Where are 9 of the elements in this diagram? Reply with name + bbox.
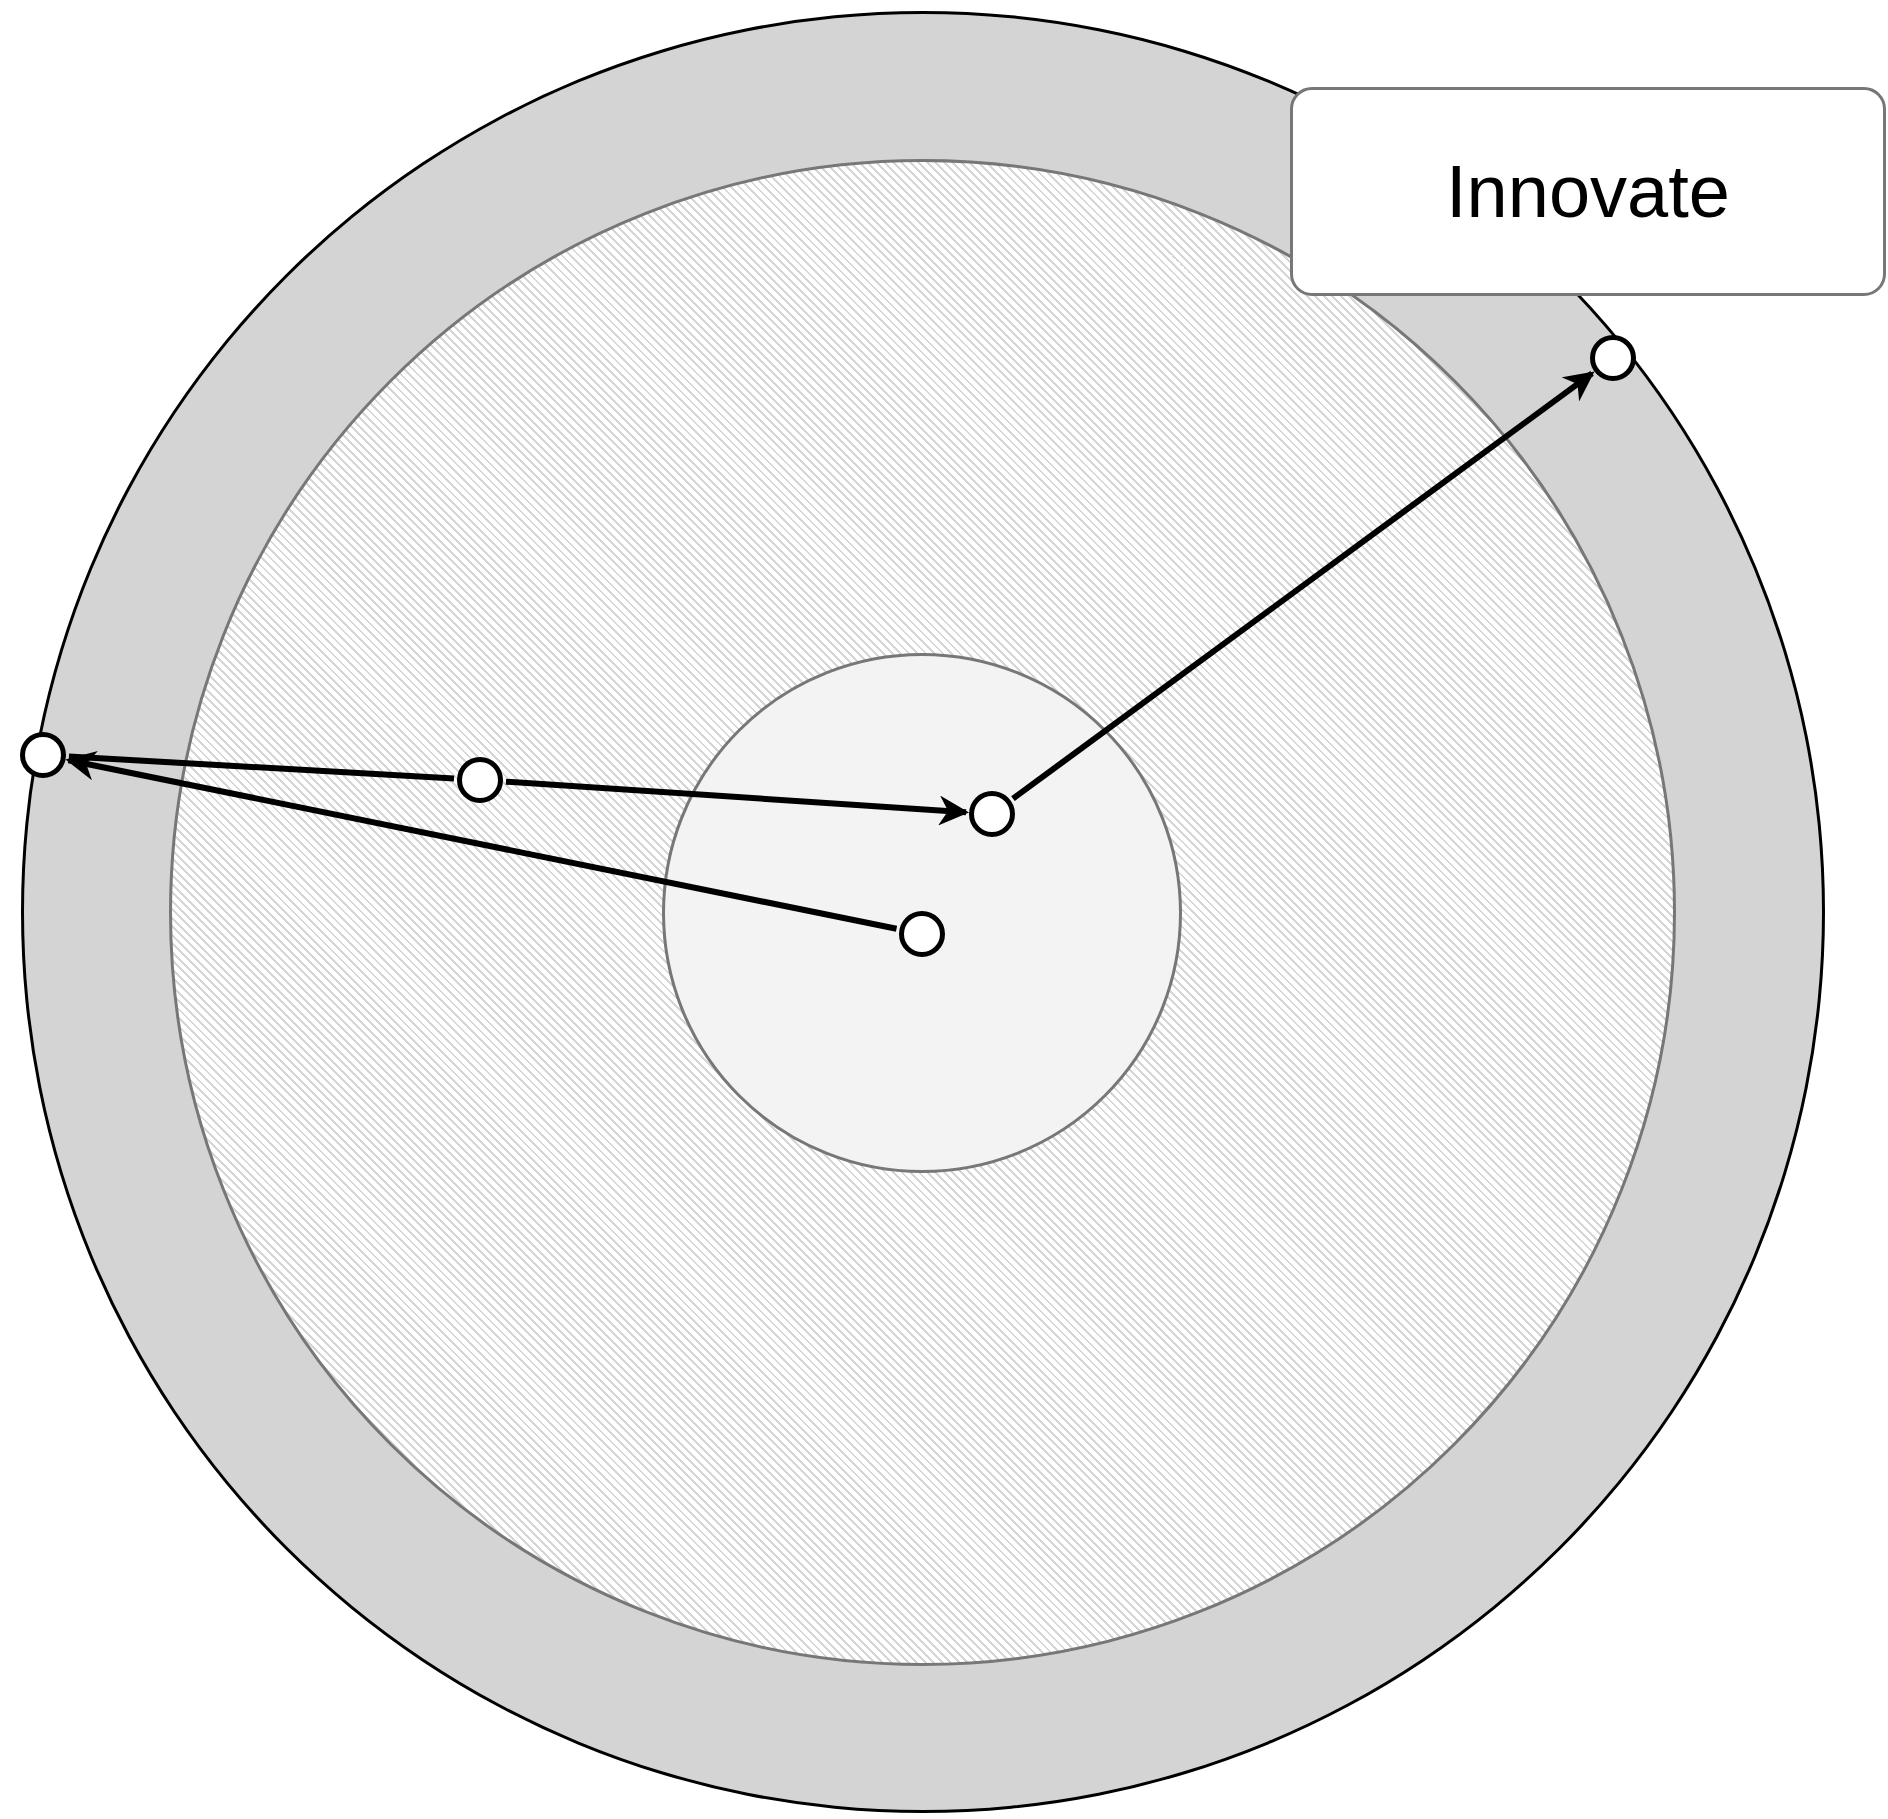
node-dot <box>457 757 503 803</box>
node-dot <box>969 791 1015 837</box>
arrow <box>65 750 898 932</box>
core-circle <box>662 653 1182 1173</box>
label-text: Innovate <box>1446 149 1730 234</box>
node-dot <box>899 911 945 957</box>
label-box <box>1290 87 1886 296</box>
arrow <box>1011 370 1595 802</box>
arrow <box>505 778 970 826</box>
